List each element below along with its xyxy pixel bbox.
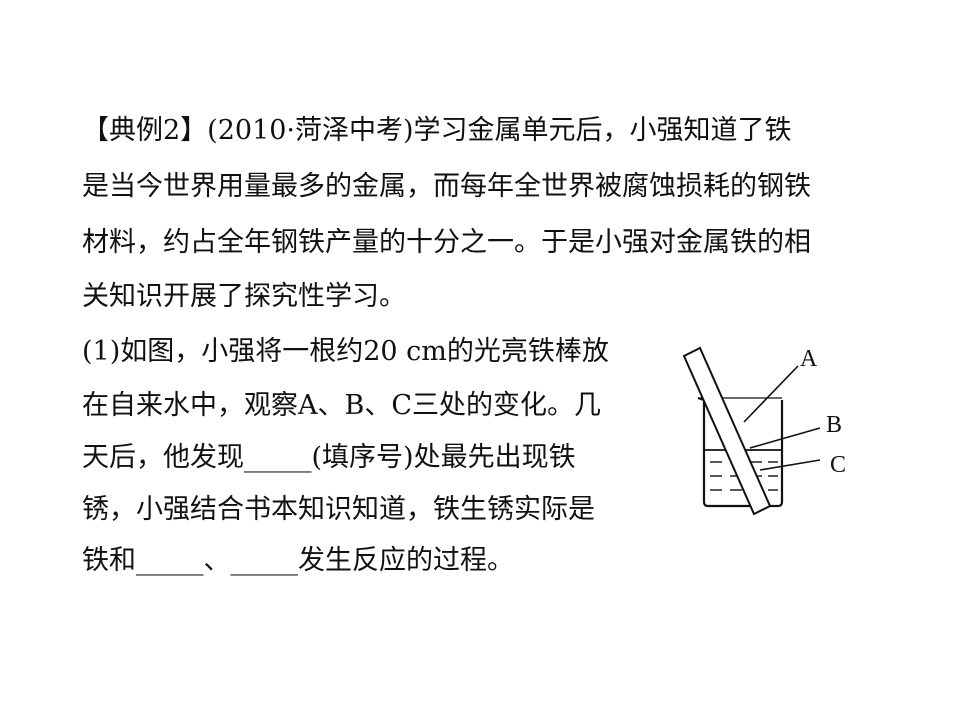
beaker-outline [697,396,784,508]
question-line-7: 天后，他发现_____(填序号)处最先出现铁 [82,442,576,473]
question-line-6: 在自来水中，观察A、B、C三处的变化。几 [82,390,601,421]
question-line-9: 铁和_____、_____发生反应的过程。 [82,545,514,576]
label-a: A [800,346,818,372]
iron-rod [682,346,772,516]
question-line-4: 关知识开展了探究性学习。 [82,281,406,312]
leader-a [743,365,799,423]
question-line-3: 材料，约占全年钢铁产量的十分之一。于是小强对金属铁的相 [82,227,811,258]
beaker-diagram: A B C [682,346,846,516]
leader-b [749,427,821,449]
label-c: C [830,452,846,478]
question-line-8: 锈，小强结合书本知识知道，铁生锈实际是 [82,494,595,525]
question-line-2: 是当今世界用量最多的金属，而每年全世界被腐蚀损耗的钢铁 [82,171,811,202]
label-b: B [826,412,842,438]
question-line-1: 【典例2】(2010·菏泽中考)学习金属单元后，小强知道了铁 [82,115,792,146]
beaker-figure: A B C [670,330,870,520]
question-line-5: (1)如图，小强将一根约20 cm的光亮铁棒放 [82,336,609,367]
leader-c [759,459,821,471]
